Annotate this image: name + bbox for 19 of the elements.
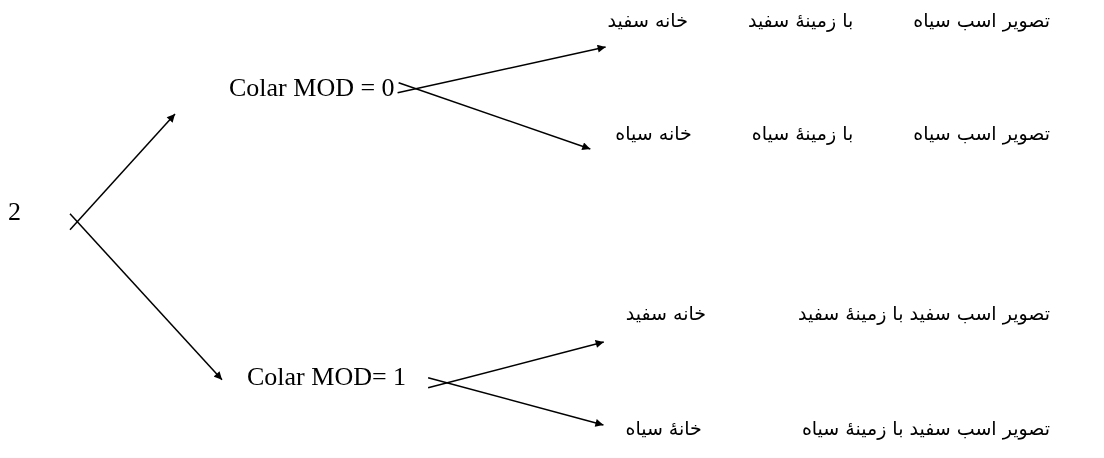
outcome-text: تصویر اسب سیاه (913, 9, 1050, 31)
outcome-text: خانه سیاه (615, 122, 692, 144)
outcome-text: تصویر اسب سفید با زمینهٔ سیاه (801, 417, 1050, 439)
arrow (396, 44, 607, 94)
arrow (427, 377, 605, 427)
arrow (397, 82, 592, 151)
branch-label: Colar MOD = 0 (229, 73, 395, 103)
outcome-text: خانهٔ سیاه (625, 417, 702, 439)
outcome-text: تصویر اسب سیاه (913, 122, 1050, 144)
outcome-text: خانه سفید (607, 9, 688, 31)
outcome-text: خانه سفید (625, 302, 707, 324)
arrow (427, 340, 605, 389)
arrow (69, 213, 223, 381)
root-number: 2 (8, 197, 21, 227)
outcome-text: تصویر اسب سفید با زمینهٔ سفید (798, 302, 1050, 324)
arrow (69, 113, 176, 231)
outcome-text: با زمینهٔ سیاه (751, 122, 854, 144)
branch-label: Colar MOD= 1 (247, 362, 407, 392)
outcome-text: با زمینهٔ سفید (747, 9, 854, 31)
